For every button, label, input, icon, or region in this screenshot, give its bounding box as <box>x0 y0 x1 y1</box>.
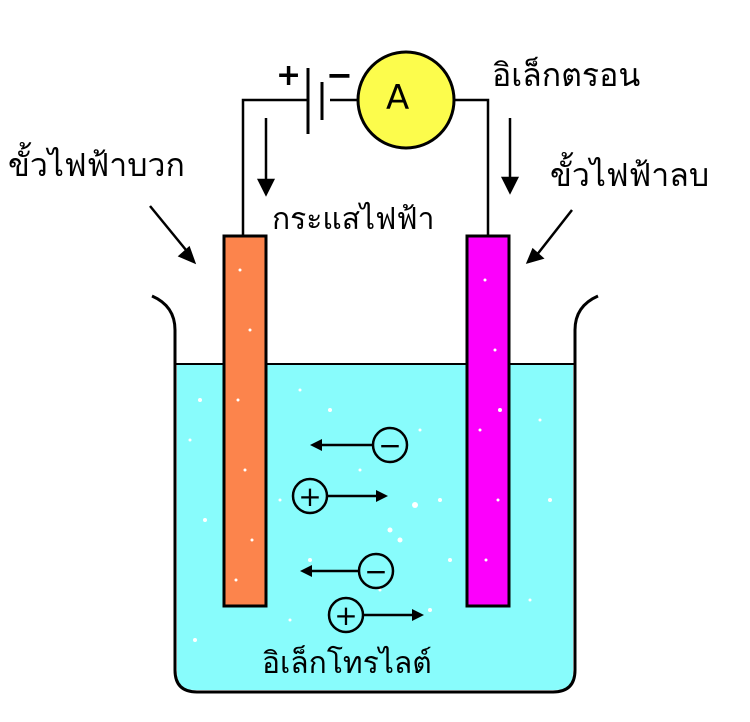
ion-positive-1: + <box>291 477 388 515</box>
beaker <box>151 294 599 694</box>
electrode-speckles <box>234 268 502 582</box>
ammeter-label: A <box>386 78 410 118</box>
wire-left <box>241 98 308 236</box>
ion-sign: − <box>378 429 401 462</box>
electrolyte-label: อิเล็กโทรไลต์ <box>262 646 432 681</box>
ammeter <box>356 50 456 150</box>
battery-plus-label: + <box>276 58 302 93</box>
negative-electrode-rod <box>465 234 511 608</box>
ion-sign: + <box>298 480 321 513</box>
electrolyte-speckles <box>188 388 552 642</box>
positive-electrode-label: ขั้วไฟฟ้าบวก <box>8 146 185 184</box>
ion-negative-1: − <box>310 426 409 464</box>
wire-right <box>454 98 490 236</box>
positive-electrode-rod <box>222 234 268 608</box>
ion-positive-2: + <box>327 596 424 634</box>
pointer-positive <box>149 205 197 265</box>
electron-arrow <box>500 118 520 195</box>
electron-label: อิเล็กตรอน <box>492 56 641 94</box>
battery-minus-label: − <box>326 56 353 94</box>
current-label: กระแสไฟฟ้า <box>272 202 435 237</box>
ion-sign: − <box>364 555 387 588</box>
pointer-negative <box>525 209 573 264</box>
ion-sign: + <box>334 599 357 632</box>
negative-electrode-label: ขั้วไฟฟ้าลบ <box>550 156 710 194</box>
current-arrow <box>256 118 276 197</box>
ion-negative-2: − <box>300 552 395 590</box>
